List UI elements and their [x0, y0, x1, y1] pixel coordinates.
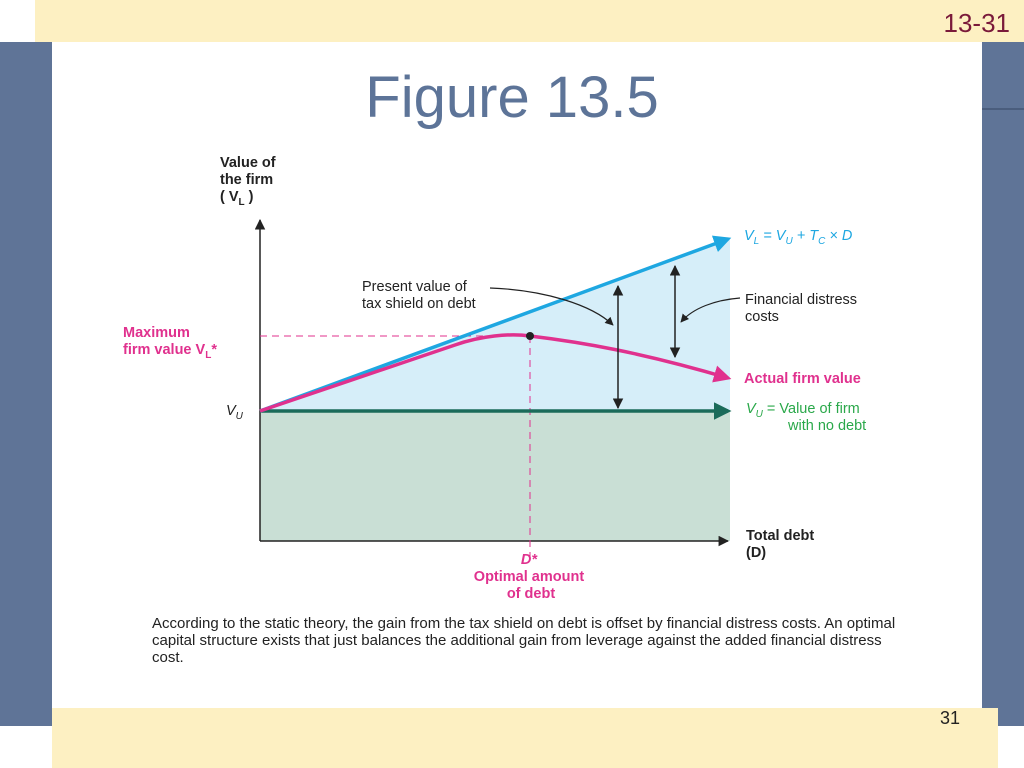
distress-leader — [680, 297, 741, 323]
slide-title: Figure 13.5 — [365, 65, 659, 130]
left-bar-cap — [0, 0, 35, 42]
pv-tax-shield-leader — [489, 287, 614, 326]
no-debt-value-region — [260, 411, 730, 541]
vu-axis-label: VU — [226, 403, 244, 422]
x-axis-label: Total debt (D) — [746, 528, 818, 561]
pv-tax-shield-label: Present value of tax shield on debt — [362, 279, 476, 312]
top-band — [35, 0, 1024, 42]
vl-line — [259, 235, 732, 413]
bottom-band — [52, 708, 998, 768]
actual-firm-value-label: Actual firm value — [744, 371, 861, 387]
figure-caption: According to the static theory, the gain… — [152, 615, 896, 666]
right-frame-bar — [982, 42, 1024, 726]
page-number: 31 — [940, 708, 961, 728]
slide-reference: 13-31 — [943, 8, 1011, 38]
max-firm-value-label: Maximum firm value VL* — [123, 325, 217, 361]
actual-firm-value-curve — [259, 333, 732, 413]
vl-equation-label: VL = VU + TC × D — [744, 228, 852, 247]
y-axis-label: Value of the firm ( VL ) — [220, 155, 280, 208]
left-frame-bar — [0, 42, 52, 726]
vu-line-label: VU = Value of firm with no debt — [746, 401, 866, 434]
optimum-point — [526, 332, 534, 340]
right-frame-notch — [982, 108, 1024, 110]
financial-distress-label: Financial distress costs — [745, 292, 861, 325]
optimal-debt-label: D* Optimal amount of debt — [474, 552, 588, 602]
